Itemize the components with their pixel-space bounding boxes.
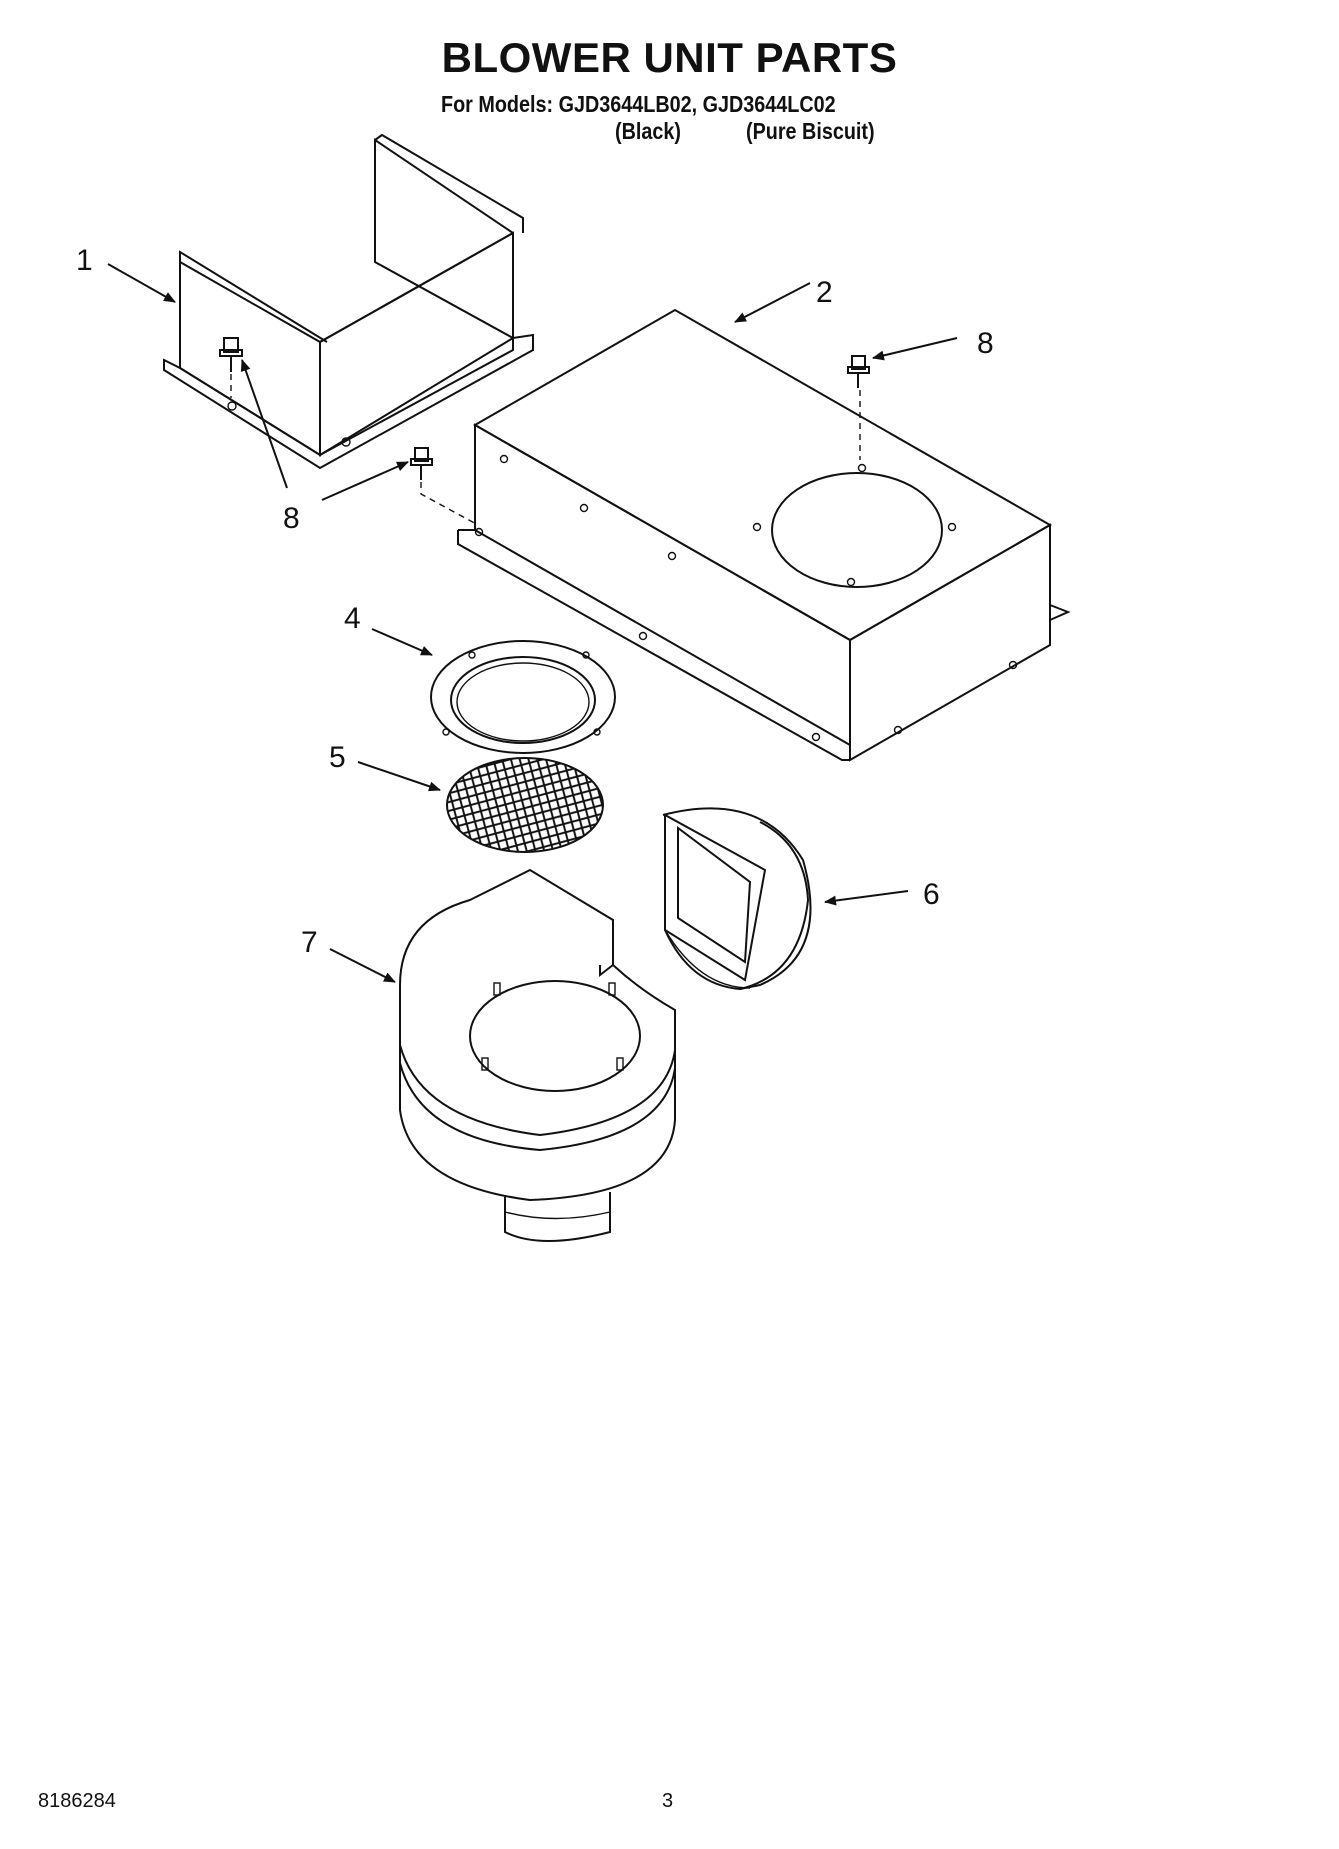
leader-arrows [107, 263, 958, 983]
callout-1: 1 [76, 244, 93, 277]
models-line: For Models: GJD3644LB02, GJD3644LC02 [441, 91, 836, 117]
part-7-blower [399, 868, 676, 1242]
page-number: 3 [662, 1790, 674, 1812]
part-8-screw-left [219, 337, 243, 398]
callout-7: 7 [301, 926, 318, 959]
part-4-gasket-ring [430, 640, 616, 754]
callout-8-left: 8 [283, 502, 300, 535]
part-1-duct-bracket [163, 133, 534, 470]
part-2-housing [457, 308, 1071, 762]
callout-8-right: 8 [977, 327, 994, 360]
callout-4: 4 [344, 602, 361, 635]
variant-biscuit: (Pure Biscuit) [746, 118, 875, 144]
part-8-screw-right [847, 355, 870, 460]
page-title: BLOWER UNIT PARTS [441, 34, 898, 81]
variant-black: (Black) [615, 118, 681, 144]
document-number: 8186284 [38, 1790, 116, 1812]
part-8-screw-middle [410, 447, 479, 526]
part-6-duct-collar [662, 807, 812, 991]
part-5-mesh-screen [446, 757, 604, 853]
callout-5: 5 [329, 741, 346, 774]
callout-2: 2 [816, 276, 833, 309]
callout-6: 6 [923, 878, 940, 911]
